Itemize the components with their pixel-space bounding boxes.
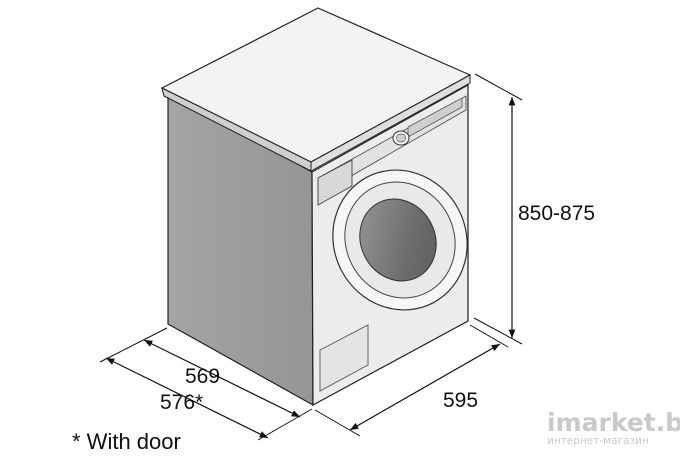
washing-machine-icon (160, 7, 472, 407)
depth-with-door-label: 576* (160, 391, 203, 414)
height-label: 850-875 (518, 202, 595, 225)
width-dimension-line (349, 343, 501, 431)
depth-with-door-dimension-line (105, 357, 269, 439)
width-label: 595 (443, 389, 478, 412)
watermark: imarket.by интернет-магазин (547, 408, 680, 447)
footnote: * With door (72, 429, 181, 454)
porthole-glass (359, 198, 437, 282)
height-dimension (473, 73, 523, 345)
depth-label: 569 (185, 365, 220, 388)
detergent-drawer (317, 159, 353, 206)
watermark-tagline: интернет-магазин (547, 435, 649, 447)
depth-dimension (99, 327, 313, 441)
watermark-brand: imarket.by (547, 408, 680, 437)
program-knob-icon (392, 130, 410, 146)
display-window (407, 97, 463, 138)
width-dimension (314, 324, 509, 437)
